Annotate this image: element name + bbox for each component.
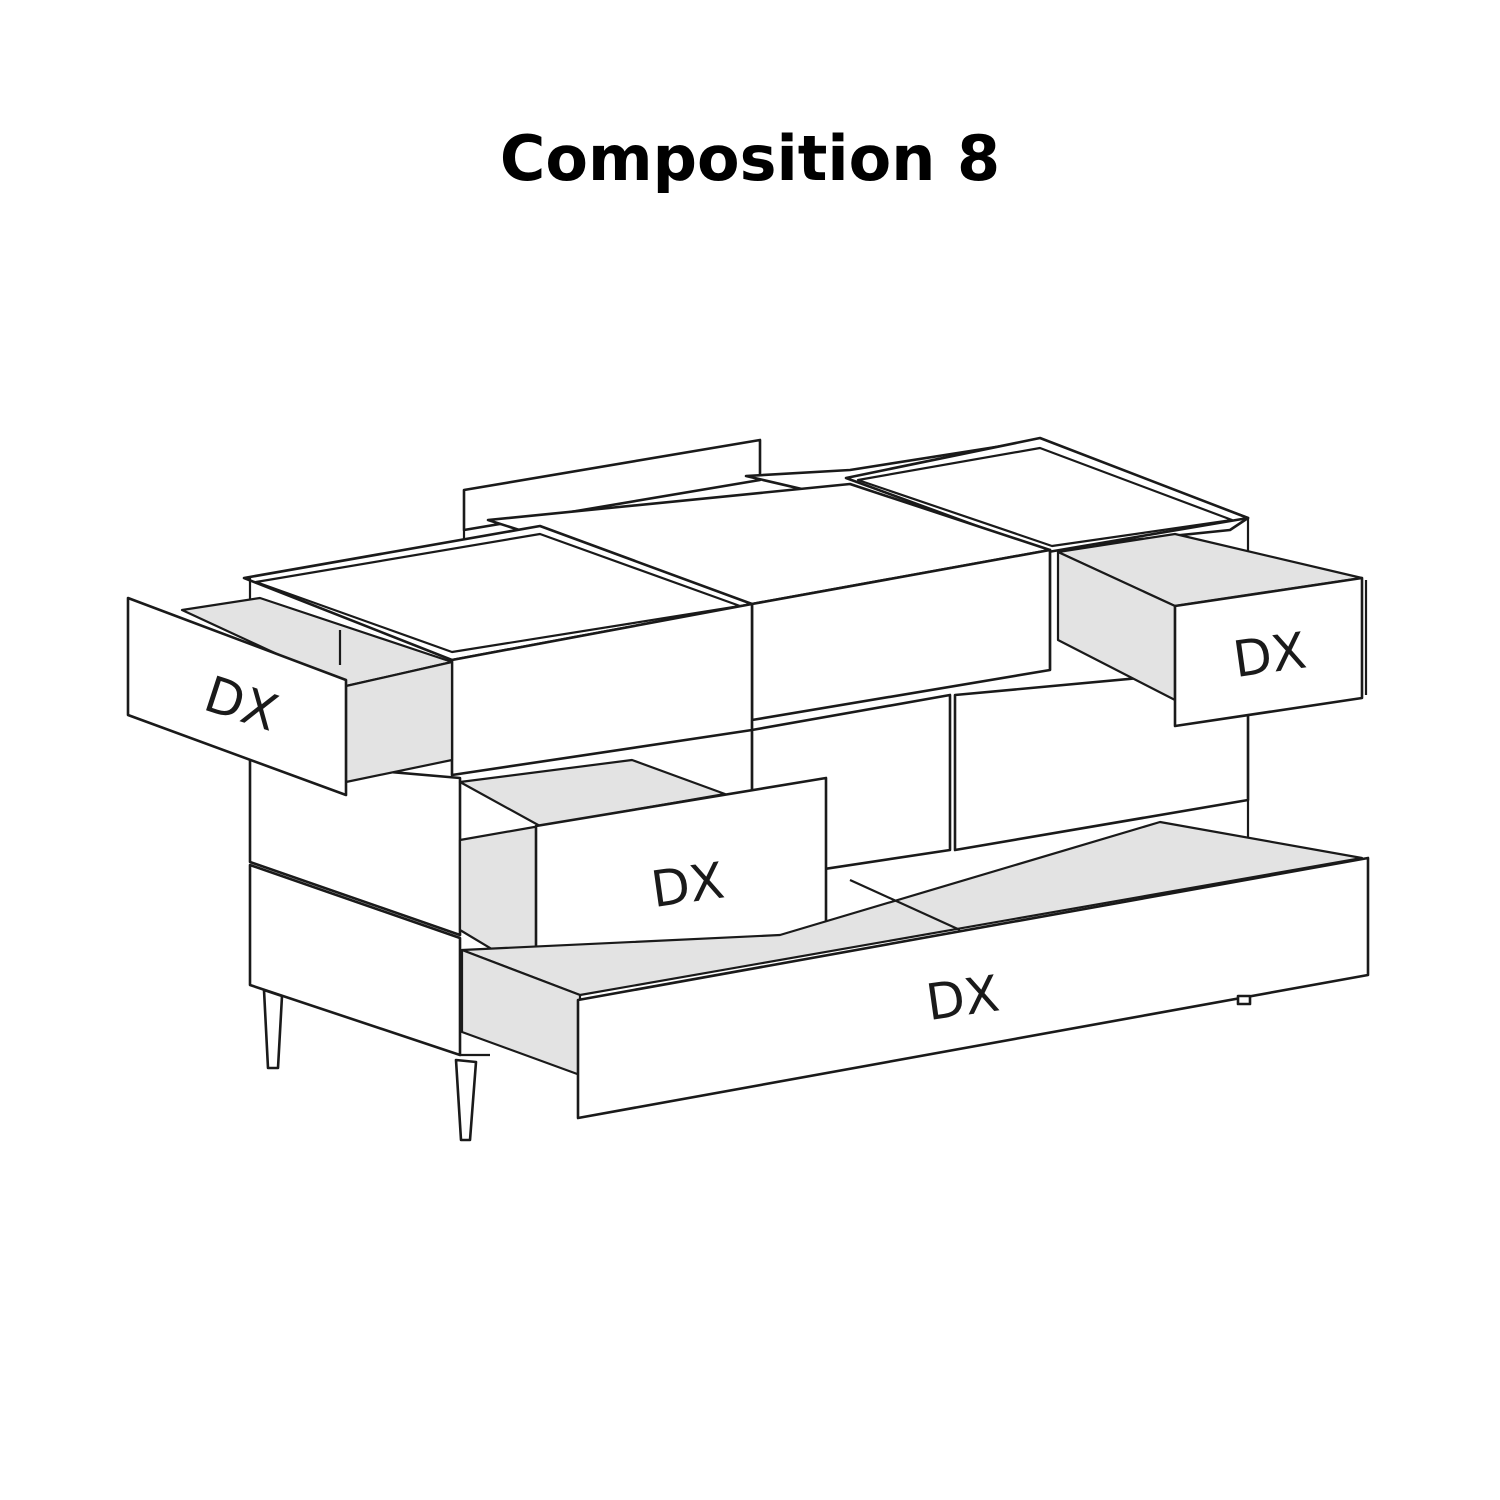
drawer-label-bottom-wide: DX xyxy=(923,964,1003,1032)
drawer-top-left-open xyxy=(126,596,454,797)
drawer-label-top-right: DX xyxy=(1230,621,1310,689)
drawer-label-middle-left: DX xyxy=(648,851,728,919)
top-center-module xyxy=(486,482,1052,722)
drawer-top-right-open xyxy=(1056,532,1368,728)
page-title: Composition 8 xyxy=(499,122,1001,195)
legs xyxy=(262,988,1252,1142)
drawer-bottom-wide-open xyxy=(460,820,1370,1120)
top-left-module xyxy=(242,524,754,777)
drawer-middle-left-open xyxy=(458,758,828,982)
